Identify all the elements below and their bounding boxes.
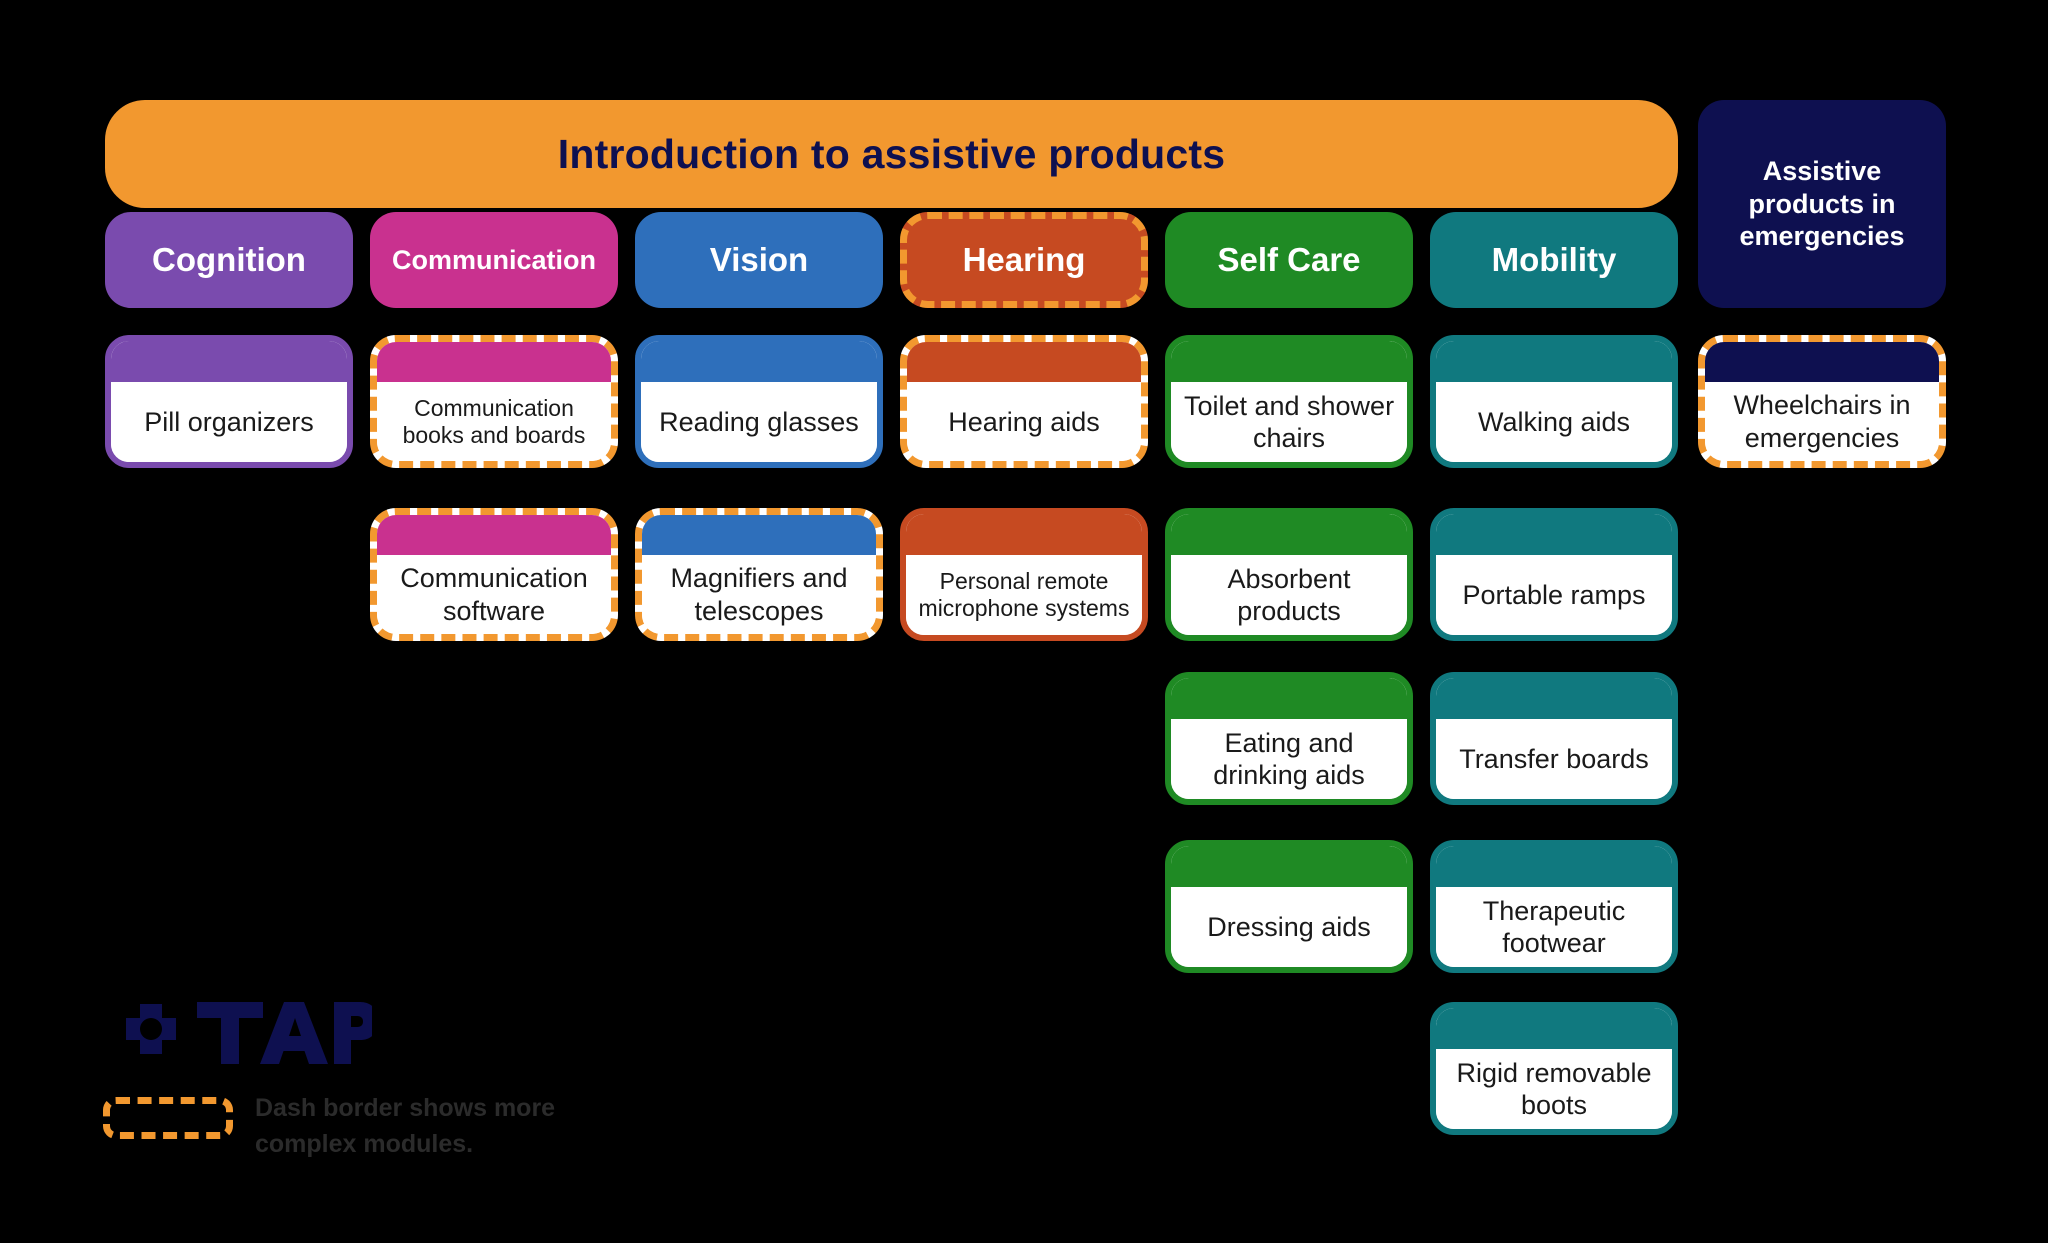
product-card-body: Reading glasses <box>641 382 877 462</box>
tap-logo-mark <box>126 1002 372 1064</box>
category-header-vision[interactable]: Vision <box>635 212 883 308</box>
category-header-label: Self Care <box>1217 241 1361 278</box>
product-card-color-band <box>641 341 877 383</box>
product-card-body: Absorbent products <box>1171 555 1407 635</box>
product-card-label: Pill organizers <box>144 406 314 437</box>
product-card[interactable]: Pill organizers <box>105 335 353 468</box>
product-card[interactable]: Communication software <box>370 508 618 641</box>
product-card[interactable]: Dressing aids <box>1165 840 1413 973</box>
product-card-color-band <box>642 515 876 556</box>
product-card-color-band <box>1436 1008 1672 1050</box>
product-card-body: Toilet and shower chairs <box>1171 382 1407 462</box>
product-card-body: Communication software <box>377 555 611 634</box>
category-header-label: Communication <box>391 244 596 275</box>
product-card-label: Communication books and boards <box>402 394 586 448</box>
category-header-cognition[interactable]: Cognition <box>105 212 353 308</box>
product-card-label: Reading glasses <box>659 406 859 437</box>
product-card-color-band <box>1436 678 1672 720</box>
product-card[interactable]: Personal remote microphone systems <box>900 508 1148 641</box>
product-card-color-band <box>1171 678 1407 720</box>
product-card-body: Walking aids <box>1436 382 1672 462</box>
product-card[interactable]: Eating and drinking aids <box>1165 672 1413 805</box>
product-card-body: Pill organizers <box>111 382 347 462</box>
product-card[interactable]: Portable ramps <box>1430 508 1678 641</box>
product-card-label: Communication software <box>400 563 588 626</box>
product-card-body: Hearing aids <box>907 382 1141 461</box>
product-card[interactable]: Reading glasses <box>635 335 883 468</box>
product-card-body: Therapeutic footwear <box>1436 887 1672 967</box>
product-card[interactable]: Absorbent products <box>1165 508 1413 641</box>
category-header-label: Mobility <box>1491 241 1617 278</box>
product-card-color-band <box>1436 846 1672 888</box>
product-card-label: Rigid removable boots <box>1456 1057 1652 1121</box>
product-card-label: Hearing aids <box>948 406 1100 437</box>
product-card[interactable]: Wheelchairs in emergencies <box>1698 335 1946 468</box>
product-card-color-band <box>1436 341 1672 383</box>
product-card-color-band <box>1436 514 1672 556</box>
category-header-mobility[interactable]: Mobility <box>1430 212 1678 308</box>
emergencies-header[interactable]: Assistive products in emergencies <box>1698 100 1946 308</box>
product-card-color-band <box>906 514 1142 556</box>
product-card-color-band <box>1705 342 1939 383</box>
product-card-color-band <box>1171 514 1407 556</box>
product-card-color-band <box>377 515 611 556</box>
page-title: Introduction to assistive products <box>557 130 1226 177</box>
product-card-label: Walking aids <box>1477 406 1631 437</box>
category-header-label: Cognition <box>152 241 306 278</box>
product-card[interactable]: Communication books and boards <box>370 335 618 468</box>
product-card[interactable]: Transfer boards <box>1430 672 1678 805</box>
category-header-self-care[interactable]: Self Care <box>1165 212 1413 308</box>
category-header-hearing[interactable]: Hearing <box>900 212 1148 308</box>
product-card-label: Wheelchairs in emergencies <box>1733 390 1911 453</box>
product-card-label: Toilet and shower chairs <box>1183 390 1395 454</box>
product-card-label: Transfer boards <box>1459 743 1649 774</box>
page-title-banner: Introduction to assistive products <box>105 100 1678 208</box>
product-card-body: Eating and drinking aids <box>1171 719 1407 799</box>
product-card-color-band <box>377 342 611 383</box>
product-card-body: Portable ramps <box>1436 555 1672 635</box>
product-card-color-band <box>1171 846 1407 888</box>
category-header-label: Vision <box>709 241 809 278</box>
product-card-body: Rigid removable boots <box>1436 1049 1672 1129</box>
product-card-color-band <box>907 342 1141 383</box>
category-header-label: Hearing <box>962 241 1086 278</box>
product-card-body: Magnifiers and telescopes <box>642 555 876 634</box>
product-card-body: Wheelchairs in emergencies <box>1705 382 1939 461</box>
product-card-body: Personal remote microphone systems <box>906 555 1142 635</box>
tap-logo <box>112 990 372 1075</box>
product-card-label: Dressing aids <box>1207 911 1371 942</box>
product-card-label: Eating and drinking aids <box>1213 727 1365 791</box>
product-card-label: Therapeutic footwear <box>1482 895 1626 959</box>
product-card-body: Communication books and boards <box>377 382 611 461</box>
product-card-label: Absorbent products <box>1227 563 1351 627</box>
legend-caption: Dash border shows more complex modules. <box>255 1094 556 1159</box>
tap-logo-wordmark <box>197 1002 372 1064</box>
product-card-label: Personal remote microphone systems <box>918 567 1130 622</box>
product-card[interactable]: Walking aids <box>1430 335 1678 468</box>
legend-dash-swatch <box>103 1097 233 1139</box>
emergencies-header-label: Assistive products in emergencies <box>1739 155 1905 252</box>
product-card-label: Magnifiers and telescopes <box>670 563 848 626</box>
product-card[interactable]: Hearing aids <box>900 335 1148 468</box>
product-card[interactable]: Toilet and shower chairs <box>1165 335 1413 468</box>
product-card-color-band <box>111 341 347 383</box>
product-card-body: Dressing aids <box>1171 887 1407 967</box>
product-card[interactable]: Magnifiers and telescopes <box>635 508 883 641</box>
product-card-label: Portable ramps <box>1462 579 1646 610</box>
product-card[interactable]: Therapeutic footwear <box>1430 840 1678 973</box>
category-header-communication[interactable]: Communication <box>370 212 618 308</box>
product-card-body: Transfer boards <box>1436 719 1672 799</box>
product-card-color-band <box>1171 341 1407 383</box>
product-card[interactable]: Rigid removable boots <box>1430 1002 1678 1135</box>
